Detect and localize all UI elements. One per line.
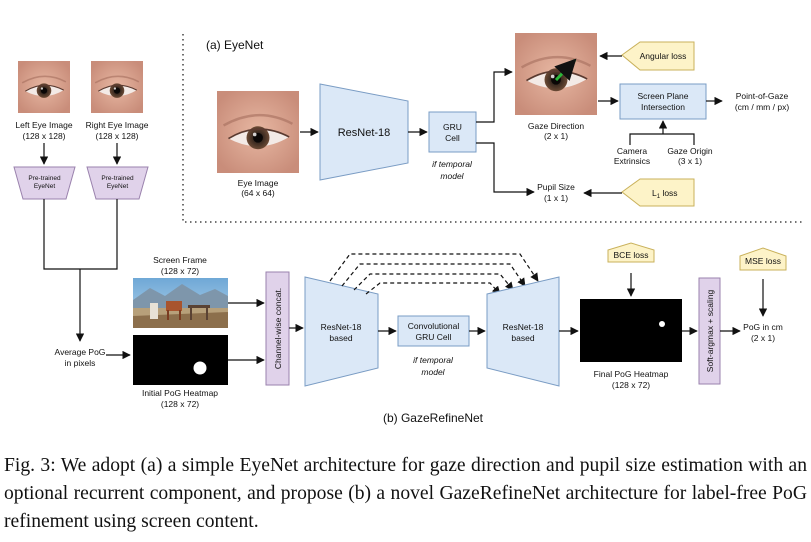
mse-loss-tag [739,247,787,271]
l1-loss-tag [621,178,695,207]
decoder-label-1: ResNet-18 [503,322,544,332]
conv-gru-label-1: Convolutional [408,321,460,331]
gaze-direction-image [515,33,597,115]
final-heatmap-dot [659,321,665,327]
final-heatmap-image [580,299,682,362]
pretrained-eyenet-left [13,166,76,200]
screen-frame-size: (128 x 72) [161,266,199,276]
merge-lines [43,199,118,270]
pog-cm-size: (2 x 1) [751,333,775,343]
eyenet-resnet-label: ResNet-18 [338,127,391,139]
right-eye-image [91,61,143,113]
left-panel: Left Eye Image (128 x 128) Right Eye Ima… [13,61,149,368]
right-eye-label: Right Eye Image [86,120,149,130]
left-eye-label: Left Eye Image [15,120,72,130]
pretrained-left-label-2: EyeNet [34,183,56,190]
left-eye-image [18,61,70,113]
initial-heatmap-label: Initial PoG Heatmap [142,388,218,398]
encoder-resnet-block [304,276,379,387]
gazerefinenet-section: Screen Frame (128 x 72) Initial PoG Heat… [133,242,787,425]
gaze-direction-label: Gaze Direction [528,121,584,131]
gaze-vector [554,58,577,82]
pretrained-right-label-1: Pre-trained [101,175,134,182]
bce-loss-tag [607,242,655,263]
screen-plane-label-1: Screen Plane [637,91,688,101]
mse-loss-label: MSE loss [745,256,781,266]
eye-image-label: Eye Image [238,178,279,188]
angular-loss-label: Angular loss [640,51,687,61]
gru-label-1: GRU [443,122,462,132]
l1-loss-label: L1 loss [652,188,678,200]
eyenet-title: (a) EyeNet [206,38,264,52]
pog-cm-label: PoG in cm [743,322,783,332]
eyenet-gru-cell [428,111,477,153]
channel-concat-label: Channel-wise concat. [273,288,283,369]
pretrained-left-label-1: Pre-trained [28,175,61,182]
gru-to-pupil-arrow [476,142,535,197]
gru-temporal-2: model [440,171,464,181]
eye-image [217,91,299,173]
conv-gru-label-2: GRU Cell [416,332,452,342]
initial-heatmap-image [133,335,228,385]
pretrained-eyenet-right [86,166,149,200]
gru-temporal-1: if temporal [432,159,473,169]
pupil-size-dims: (1 x 1) [544,193,568,203]
encoder-label-1: ResNet-18 [321,322,362,332]
figure-caption: Fig. 3: We adopt (a) a simple EyeNet arc… [4,455,807,532]
initial-heatmap-dot [193,361,207,375]
camera-extrinsics-2: Extrinsics [614,156,650,166]
conv-gru-temporal-2: model [421,367,445,377]
final-heatmap-label: Final PoG Heatmap [594,369,669,379]
bce-loss-label: BCE loss [614,250,649,260]
pog-output-units: (cm / mm / px) [735,102,789,112]
pog-output-label: Point-of-Gaze [736,91,789,101]
eyenet-resnet-block [319,83,409,181]
right-eye-size: (128 x 128) [96,131,139,141]
conv-gru-cell [397,315,470,347]
eyenet-section: (a) EyeNet Eye Image (64 x 64) ResNet-18… [182,33,804,223]
screen-plane-intersection [619,83,707,120]
screen-plane-label-2: Intersection [641,102,685,112]
gru-to-gaze-arrow [476,67,513,123]
final-heatmap-size: (128 x 72) [612,380,650,390]
conv-gru-temporal-1: if temporal [413,355,454,365]
pretrained-right-label-2: EyeNet [107,183,129,190]
avg-pog-label-2: in pixels [65,358,96,368]
encoder-label-2: based [329,333,352,343]
eye-image-size: (64 x 64) [241,188,275,198]
camera-extrinsics-1: Camera [617,146,648,156]
screen-frame-label: Screen Frame [153,255,207,265]
pupil-size-label: Pupil Size [537,182,575,192]
screen-frame-image [133,278,228,328]
angular-loss-tag [621,41,695,71]
gru-label-2: Cell [445,133,460,143]
softargmax-label: Soft-argmax + scaling [705,290,715,373]
inputs-to-screenplane-lines [629,133,695,145]
gaze-direction-size: (2 x 1) [544,131,568,141]
initial-heatmap-size: (128 x 72) [161,399,199,409]
gaze-origin-1: Gaze Origin [667,146,713,156]
gazerefinenet-title: (b) GazeRefineNet [383,411,484,425]
avg-pog-label-1: Average PoG [55,347,106,357]
left-eye-size: (128 x 128) [23,131,66,141]
decoder-label-2: based [511,333,534,343]
gaze-origin-2: (3 x 1) [678,156,702,166]
skip-connections [329,253,539,295]
decoder-resnet-block [486,276,560,387]
